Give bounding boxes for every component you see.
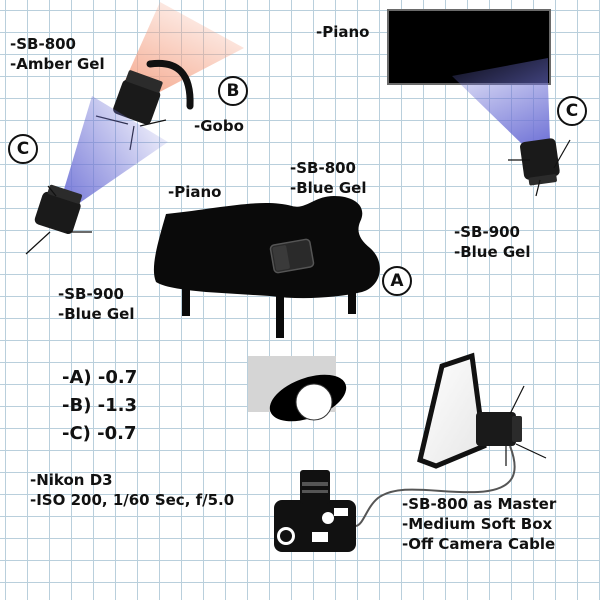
off-camera-cable [355,445,516,527]
label-sb900-left: -SB-900 -Blue Gel [58,284,135,324]
badge-b: B [218,76,248,106]
label-master: -SB-800 as Master -Medium Soft Box -Off … [402,494,556,554]
amber-light-cone [118,2,244,96]
flash-sb800-amber [113,70,163,125]
stand-leg [509,385,525,415]
label-line: -Off Camera Cable [402,535,556,553]
label-line: -Medium Soft Box [402,515,553,533]
flash-sb800-blue [269,238,315,274]
gobo-arc [146,59,194,110]
blue-light-cone-left [62,96,168,204]
label-line: -Nikon D3 [30,471,113,489]
power-settings: -A) -0.7 -B) -1.3 -C) -0.7 [62,364,137,448]
piano-leg [348,282,356,314]
power-b: -B) -1.3 [62,395,138,416]
flash-sb900-right [520,138,560,186]
label-line: -Blue Gel [58,305,135,323]
label-piano-top: -Piano [316,23,370,41]
soft-box [417,352,487,469]
stand-leg [515,443,547,459]
grand-piano-silhouette [153,196,380,299]
badge-a: A [382,266,412,296]
power-c: -C) -0.7 [62,423,137,444]
stand-leg [553,139,571,169]
camera-nikon-d3 [274,470,356,552]
blue-light-cone-right [452,58,550,146]
stand-leg [139,119,167,127]
label-sb800-amber: -SB-800 -Amber Gel [10,34,105,74]
label-gobo: -Gobo [194,117,244,135]
label-piano-center: -Piano [168,183,222,201]
piano-leg [276,292,284,338]
white-ball [295,383,333,421]
stand-leg [535,179,541,197]
badge-c-left: C [8,134,38,164]
label-line: -SB-800 [290,159,356,177]
label-line: -SB-900 [454,223,520,241]
power-a: -A) -0.7 [62,367,138,388]
flash-sb800-master [476,412,522,446]
piano-leg [182,284,190,316]
label-sb800-blue: -SB-800 -Blue Gel [290,158,367,198]
label-camera: -Nikon D3 -ISO 200, 1/60 Sec, f/5.0 [30,470,234,510]
piano-top-rect [387,9,551,85]
label-line: -Amber Gel [10,55,105,73]
stand-leg [25,231,51,255]
stand-leg [47,185,57,197]
label-line: -SB-800 as Master [402,495,557,513]
label-sb900-right: -SB-900 -Blue Gel [454,222,531,262]
flash-sb900-left [34,184,83,234]
label-line: -Blue Gel [290,179,367,197]
label-line: -Blue Gel [454,243,531,261]
label-line: -SB-900 [58,285,124,303]
label-line: -ISO 200, 1/60 Sec, f/5.0 [30,491,235,509]
badge-c-right: C [557,96,587,126]
label-line: -SB-800 [10,35,76,53]
